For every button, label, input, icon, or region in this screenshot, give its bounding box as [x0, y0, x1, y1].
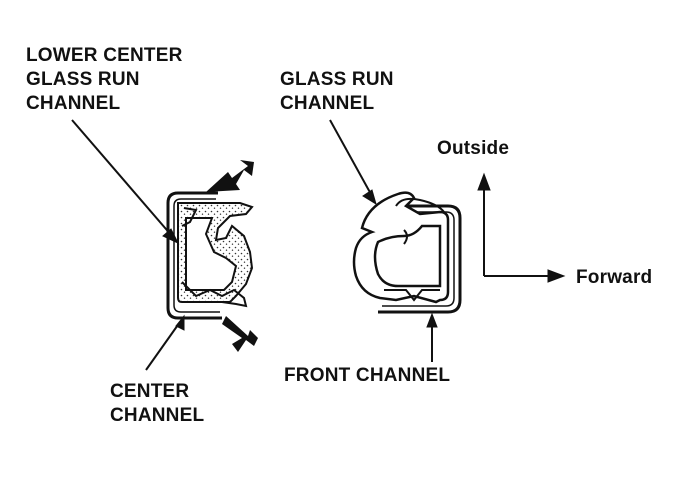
- install-arrows: [206, 160, 258, 352]
- upper-lip: [181, 207, 198, 227]
- front-channel-outline: [378, 204, 462, 314]
- direction-axes: [477, 172, 566, 283]
- center-channel-inner-line: [173, 198, 220, 313]
- leader-glass-run-channel: [329, 119, 373, 197]
- label-front-channel: FRONT CHANNEL: [284, 365, 451, 386]
- label-line: CHANNEL: [110, 405, 205, 426]
- label-glass-run-channel: GLASS RUN CHANNEL: [280, 68, 394, 116]
- front-channel-assembly: [352, 191, 462, 314]
- glass-run-bottom-lip: [384, 289, 440, 302]
- leader-lower-center-glass-run: [71, 119, 173, 237]
- label-center-channel: CENTER CHANNEL: [110, 380, 204, 428]
- label-line: GLASS RUN: [280, 69, 394, 90]
- leader-center-channel: [145, 321, 181, 371]
- label-line: CHANNEL: [26, 93, 121, 114]
- label-line: LOWER CENTER: [26, 45, 183, 66]
- install-arrow-lower: [222, 316, 258, 352]
- label-forward: Forward: [576, 267, 653, 288]
- glass-run-hollow: [373, 224, 442, 288]
- leader-lower-center-glass-run-head: [162, 228, 180, 245]
- front-channel-inner-line: [382, 211, 455, 307]
- label-outside: Outside: [437, 138, 510, 159]
- glass-pocket: [185, 217, 238, 291]
- center-channel-outline: [166, 191, 222, 320]
- axis-forward-head: [547, 269, 566, 283]
- leader-glass-run-channel-head: [362, 189, 377, 206]
- label-lower-center-glass-run-channel: LOWER CENTER GLASS RUN CHANNEL: [26, 44, 183, 116]
- label-line: CENTER: [110, 381, 190, 402]
- axis-outside-head: [477, 172, 491, 191]
- lower-lip: [181, 281, 248, 308]
- label-line: CHANNEL: [280, 93, 375, 114]
- label-line: GLASS RUN: [26, 69, 140, 90]
- center-channel-assembly: [166, 191, 254, 320]
- leader-lines: [71, 119, 438, 371]
- leader-front-channel-head: [426, 312, 438, 328]
- glass-run-tip: [403, 229, 408, 245]
- glass-run-top-lip: [395, 197, 445, 213]
- install-arrow-upper: [206, 160, 254, 192]
- leader-center-channel-head: [175, 314, 185, 331]
